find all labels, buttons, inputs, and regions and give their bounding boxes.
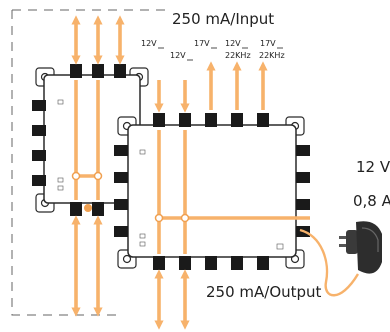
svg-text:22KHz: 22KHz bbox=[225, 51, 251, 60]
signal-tag: 12V 22KHz bbox=[225, 39, 251, 60]
adapter-voltage-label: 12 V bbox=[356, 158, 390, 176]
output-current-label: 250 mA/Output bbox=[206, 283, 322, 301]
signal-tag: 12V bbox=[170, 51, 193, 61]
svg-text:22KHz: 22KHz bbox=[259, 51, 285, 60]
signal-tag: 17V 22KHz bbox=[259, 39, 285, 60]
svg-text:17V: 17V bbox=[194, 39, 210, 48]
multiswitch-front bbox=[114, 113, 310, 270]
signal-tag: 12V bbox=[141, 39, 164, 49]
input-current-label: 250 mA/Input bbox=[172, 10, 274, 28]
junction-dots bbox=[71, 171, 190, 223]
signal-tag: 17V bbox=[194, 39, 217, 49]
status-led bbox=[84, 204, 92, 212]
svg-text:12V: 12V bbox=[141, 39, 157, 48]
dashed-frame bbox=[11, 9, 170, 316]
svg-text:12V: 12V bbox=[225, 39, 241, 48]
adapter-current-label: 0,8 A bbox=[353, 192, 390, 210]
svg-text:12V: 12V bbox=[170, 51, 186, 60]
multiswitch-back bbox=[32, 64, 149, 216]
power-cable bbox=[299, 228, 360, 297]
svg-text:17V: 17V bbox=[260, 39, 276, 48]
power-adapter-icon bbox=[339, 221, 382, 274]
